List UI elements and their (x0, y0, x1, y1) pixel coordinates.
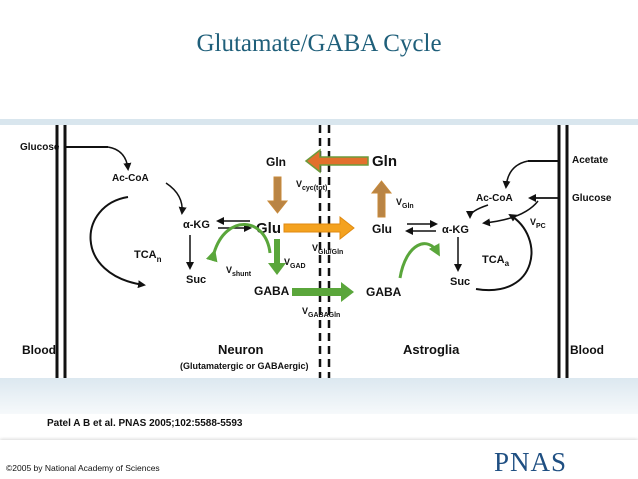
glucose-to-accoa-arrow (107, 146, 132, 171)
accoa-label-right: Ac-CoA (476, 193, 513, 204)
gln-label-neuron: Gln (266, 155, 286, 169)
gaba-to-akg-arc-astro (398, 242, 440, 279)
bottom-stripe (0, 378, 638, 414)
acetate-to-accoa-arrow (502, 160, 529, 189)
v-gln-label: VGln (396, 197, 414, 210)
pc-arrow (482, 200, 539, 227)
citation: Patel A B et al. PNAS 2005;102:5588-5593 (47, 418, 243, 429)
neuron-label: Neuron (218, 342, 264, 357)
glucose-label-right: Glucose (572, 193, 612, 204)
gln-transfer-arrow (304, 148, 369, 174)
gaba-label-astro: GABA (366, 285, 402, 299)
v-shunt-label: Vshunt (226, 265, 252, 278)
top-stripe (0, 119, 638, 125)
glu-to-gln-arrow-astro (370, 180, 393, 218)
suc-label-left: Suc (186, 274, 206, 286)
accoa-to-akg-arrow-left (165, 182, 187, 215)
left-blood-wall (55, 125, 67, 378)
gaba-transfer-arrow (292, 282, 354, 302)
v-cyc-label: Vcyc(tot) (296, 179, 327, 192)
neuron-subtype-label: (Glutamatergic or GABAergic) (180, 361, 309, 371)
astroglia-label: Astroglia (403, 342, 460, 357)
accoa-label-left: Ac-CoA (112, 173, 149, 184)
slide-title: Glutamate/GABA Cycle (196, 30, 442, 57)
gln-label-astro: Gln (372, 153, 397, 170)
v-gad-label: VGAD (284, 257, 306, 270)
suc-label-right: Suc (450, 276, 470, 288)
v-pc-label: VPC (530, 217, 546, 230)
accoa-to-akg-arrow-right (466, 204, 489, 219)
glucose-label-left: Glucose (20, 142, 60, 153)
diagram-svg: Glucose Ac-CoA α-KG TCAn Suc Glu Gln Vcy… (20, 125, 612, 378)
glu-transfer-arrow (283, 215, 355, 241)
pnas-logo: PNAS (494, 447, 568, 477)
akg-label-right: α-KG (442, 224, 469, 236)
blood-label-left: Blood (22, 343, 56, 357)
v-gabagln-label: VGABAGln (302, 306, 340, 319)
v-gluglnn-label: VGlu/Gln (312, 243, 343, 256)
glu-label-astro: Glu (372, 222, 392, 236)
gaba-shunt-arrow (205, 223, 272, 263)
akg-label-left: α-KG (183, 219, 210, 231)
acetate-label: Acetate (572, 155, 609, 166)
footer-band (0, 440, 638, 479)
tca-label-left: TCAn (134, 249, 162, 264)
tca-cycle-left-loop (89, 196, 146, 289)
glu-label-neuron: Glu (256, 220, 281, 237)
gln-to-glu-arrow-neuron (266, 176, 289, 214)
right-blood-wall (557, 125, 569, 378)
glutamate-gaba-diagram: Glucose Ac-CoA α-KG TCAn Suc Glu Gln Vcy… (18, 125, 620, 378)
tca-label-right: TCAa (482, 254, 510, 268)
gaba-label-neuron: GABA (254, 284, 290, 298)
blood-label-right: Blood (570, 343, 604, 357)
copyright-text: ©2005 by National Academy of Sciences (6, 463, 160, 473)
glu-to-gaba-arrow (268, 239, 286, 275)
tca-cycle-right-loop (475, 213, 533, 292)
